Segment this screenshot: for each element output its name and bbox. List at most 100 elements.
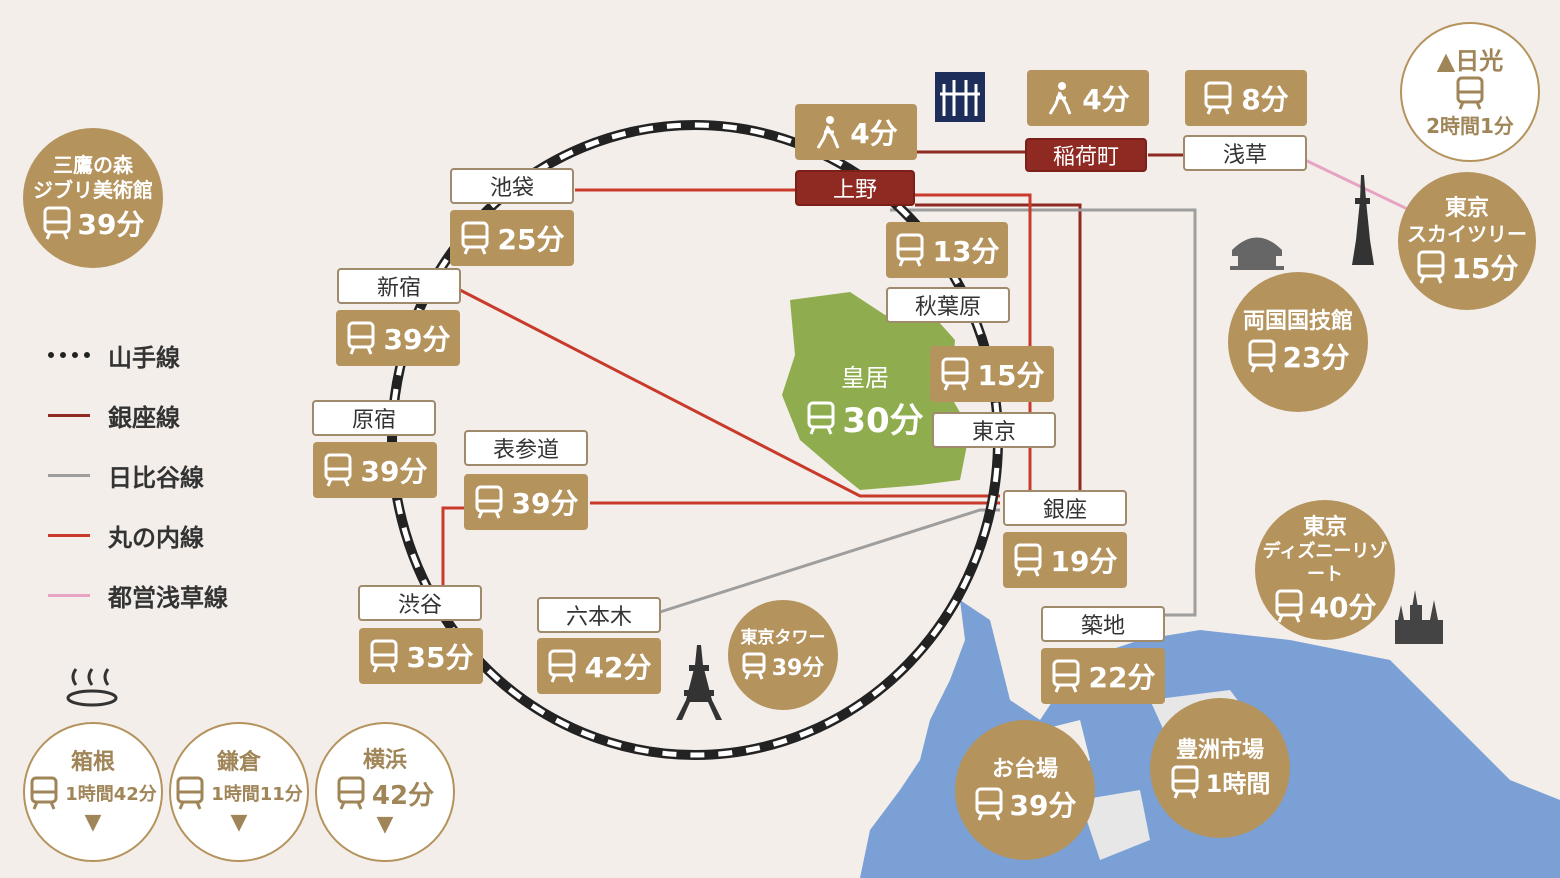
legend-label: 丸の内線 bbox=[108, 523, 204, 552]
train-icon bbox=[175, 776, 205, 810]
time-text: 39分 bbox=[360, 455, 428, 488]
train-icon bbox=[460, 221, 490, 255]
dest-time: 1時間42分 bbox=[65, 784, 157, 806]
dest-label: 両国国技館 bbox=[1242, 309, 1353, 335]
dest-time: 15分 bbox=[1451, 252, 1519, 286]
time-roppongi: 42分 bbox=[537, 638, 661, 694]
dest-time: 1時間 bbox=[1205, 770, 1271, 799]
ginza-line-path bbox=[915, 150, 1185, 490]
legend-item-yamanote: 山手線 bbox=[48, 325, 228, 385]
dest-label: 東京 bbox=[1444, 195, 1489, 221]
skytree-icon bbox=[1352, 175, 1374, 265]
imperial-palace-area bbox=[782, 292, 970, 490]
dest-disney[interactable]: 東京 ディズニーリゾート 40分 bbox=[1255, 500, 1395, 640]
legend-item-ginza: 銀座線 bbox=[48, 385, 228, 445]
train-icon bbox=[474, 485, 504, 519]
station-shibuya[interactable]: 渋谷 bbox=[358, 585, 482, 621]
train-icon bbox=[1170, 765, 1200, 799]
time-ueno-walk: 4分 bbox=[795, 104, 917, 160]
dest-time: 23分 bbox=[1282, 340, 1350, 374]
dest-label: ジブリ美術館 bbox=[33, 178, 153, 202]
time-tokyo: 15分 bbox=[930, 346, 1054, 402]
station-omotesando[interactable]: 表参道 bbox=[464, 430, 588, 466]
down-arrow-icon: ▼ bbox=[84, 810, 102, 836]
legend-item-marunouchi: 丸の内線 bbox=[48, 505, 228, 565]
train-icon bbox=[806, 401, 836, 435]
castle-icon bbox=[1395, 590, 1443, 644]
dest-odaiba[interactable]: お台場 39分 bbox=[955, 720, 1095, 860]
time-text: 22分 bbox=[1088, 661, 1156, 694]
train-icon bbox=[29, 776, 59, 810]
palace-name: 皇居 bbox=[841, 364, 889, 392]
dest-ghibli[interactable]: 三鷹の森 ジブリ美術館 39分 bbox=[23, 128, 163, 268]
train-icon bbox=[369, 639, 399, 673]
train-icon bbox=[974, 787, 1004, 821]
station-ueno[interactable]: 上野 bbox=[795, 170, 915, 206]
dest-nikko[interactable]: ▲日光 2時間1分 bbox=[1400, 22, 1540, 162]
dest-hakone[interactable]: 箱根 1時間42分 ▼ bbox=[23, 722, 163, 862]
legend-label: 山手線 bbox=[108, 343, 180, 372]
time-text: 39分 bbox=[383, 323, 451, 356]
down-arrow-icon: ▼ bbox=[376, 811, 394, 837]
time-shinjuku: 39分 bbox=[336, 310, 460, 366]
time-text: 8分 bbox=[1241, 83, 1289, 116]
station-shinjuku[interactable]: 新宿 bbox=[337, 268, 461, 304]
dest-yokohama[interactable]: 横浜 42分 ▼ bbox=[315, 722, 455, 862]
walking-icon bbox=[1046, 80, 1074, 116]
dest-time: 1時間11分 bbox=[211, 784, 303, 806]
legend-item-asakusa: 都営浅草線 bbox=[48, 565, 228, 625]
time-text: 4分 bbox=[850, 117, 898, 150]
station-roppongi[interactable]: 六本木 bbox=[537, 597, 661, 633]
line-legend: 山手線 銀座線 日比谷線 丸の内線 都営浅草線 bbox=[48, 325, 228, 625]
legend-label: 銀座線 bbox=[108, 403, 180, 432]
onsen-icon bbox=[66, 668, 118, 707]
marunouchi-line-path bbox=[441, 188, 1032, 590]
dest-label: 東京 bbox=[1302, 514, 1347, 540]
time-shibuya: 35分 bbox=[359, 628, 483, 684]
dest-label: ディズニーリゾート bbox=[1262, 541, 1388, 585]
time-ikebukuro: 25分 bbox=[450, 210, 574, 266]
dest-ryogoku[interactable]: 両国国技館 23分 bbox=[1228, 272, 1368, 412]
dest-skytree[interactable]: 東京 スカイツリー 15分 bbox=[1398, 172, 1536, 310]
time-text: 4分 bbox=[1082, 83, 1130, 116]
time-text: 25分 bbox=[497, 223, 565, 256]
station-tsukiji[interactable]: 築地 bbox=[1041, 606, 1165, 642]
station-ikebukuro[interactable]: 池袋 bbox=[450, 168, 574, 204]
station-inaricho[interactable]: 稲荷町 bbox=[1025, 138, 1147, 172]
dest-time: 39分 bbox=[1009, 788, 1077, 822]
dest-tokyo-tower[interactable]: 東京タワー 39分 bbox=[728, 600, 838, 710]
dest-time: 2時間1分 bbox=[1426, 113, 1514, 138]
station-ginza[interactable]: 銀座 bbox=[1003, 490, 1127, 526]
train-icon bbox=[940, 357, 970, 391]
time-asakusa: 8分 bbox=[1185, 70, 1307, 126]
station-harajuku[interactable]: 原宿 bbox=[312, 400, 436, 436]
time-akihabara: 13分 bbox=[886, 222, 1008, 278]
train-icon bbox=[323, 453, 353, 487]
dest-label: 三鷹の森 bbox=[53, 153, 133, 177]
station-asakusa[interactable]: 浅草 bbox=[1183, 135, 1307, 171]
train-icon bbox=[1203, 81, 1233, 115]
train-icon bbox=[1416, 250, 1446, 284]
time-text: 13分 bbox=[932, 235, 1000, 268]
time-text: 42分 bbox=[584, 651, 652, 684]
dest-label: 横浜 bbox=[362, 748, 407, 774]
train-icon bbox=[547, 649, 577, 683]
station-tokyo[interactable]: 東京 bbox=[932, 412, 1056, 448]
time-text: 39分 bbox=[511, 487, 579, 520]
dest-kamakura[interactable]: 鎌倉 1時間11分 ▼ bbox=[169, 722, 309, 862]
train-icon bbox=[895, 233, 925, 267]
station-akihabara[interactable]: 秋葉原 bbox=[886, 287, 1010, 323]
dest-time: 42分 bbox=[371, 780, 435, 811]
train-icon bbox=[42, 206, 72, 240]
dest-label: 箱根 bbox=[70, 749, 115, 775]
kokugikan-icon bbox=[1230, 237, 1284, 270]
palace-label: 皇居 30分 bbox=[800, 358, 930, 442]
legend-label: 都営浅草線 bbox=[108, 583, 228, 612]
walking-icon bbox=[814, 114, 842, 150]
train-icon bbox=[336, 776, 366, 810]
time-text: 15分 bbox=[977, 359, 1045, 392]
time-text: 35分 bbox=[406, 641, 474, 674]
dest-toyosu[interactable]: 豊洲市場 1時間 bbox=[1150, 698, 1290, 838]
train-icon bbox=[1274, 589, 1304, 623]
legend-item-hibiya: 日比谷線 bbox=[48, 445, 228, 505]
